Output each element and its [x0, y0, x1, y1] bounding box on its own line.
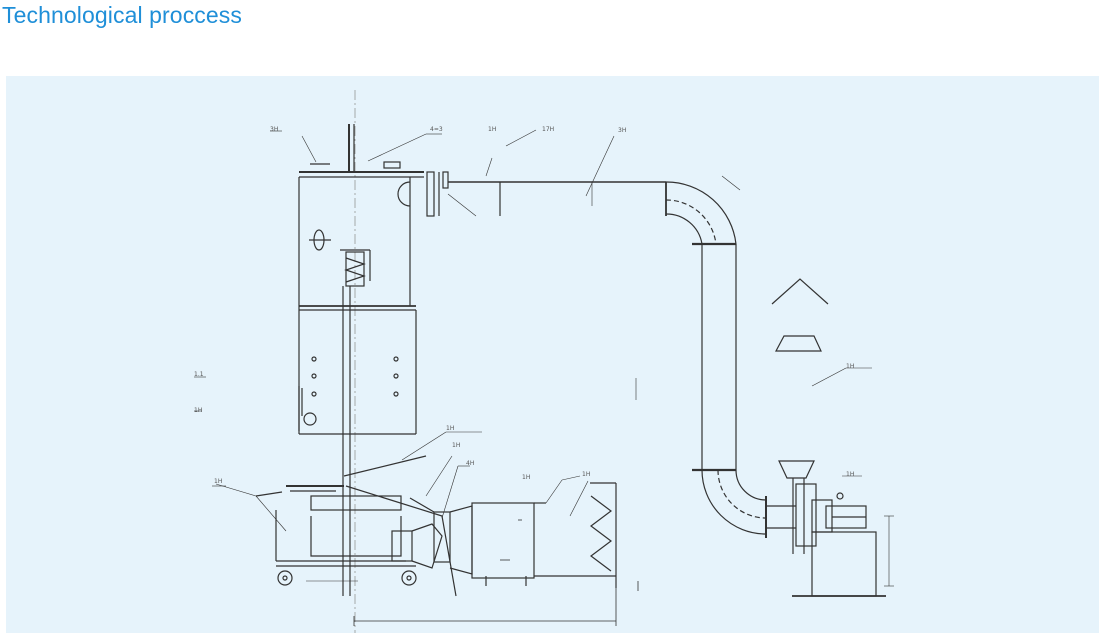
top-cover — [299, 124, 424, 178]
callout-label: 1H — [194, 407, 202, 414]
process-diagram: 3H 4=3 1H 17H 1.1 1H 3H 1H 1H 4H 1H 1H 1… — [194, 90, 894, 633]
callout-label: 1.1 — [194, 371, 204, 378]
callout-label: 1H — [522, 474, 530, 481]
drying-tower — [298, 177, 417, 596]
callout-label: 1H — [582, 471, 590, 478]
page-title: Technological proccess — [2, 2, 242, 28]
top-exhaust-duct — [397, 129, 667, 217]
callout-label: 3H — [270, 126, 278, 133]
dimension-line — [353, 581, 639, 626]
callout-label: 1H — [846, 471, 854, 478]
callout-label: 1H — [446, 425, 454, 432]
upper-elbow — [665, 175, 741, 246]
callout-label: 1H — [846, 363, 854, 370]
vertical-duct — [635, 244, 737, 472]
airflow-arrow-icon — [771, 278, 872, 387]
callout-labels: 3H 4=3 1H 17H 1.1 1H 3H 1H 1H 4H 1H 1H 1… — [194, 126, 854, 485]
callout-label: 1H — [452, 442, 460, 449]
process-diagram-panel: 3H 4=3 1H 17H 1.1 1H 3H 1H 1H 4H 1H 1H 1… — [6, 76, 1099, 633]
air-inlet-heater — [343, 431, 617, 597]
callout-label: 4=3 — [430, 126, 443, 133]
callout-label: 17H — [542, 126, 554, 133]
bottom-bowl-trolley — [215, 483, 417, 586]
blower-fan — [778, 460, 894, 597]
lower-elbow — [701, 469, 796, 538]
callout-label: 1H — [214, 478, 222, 485]
callout-label: 4H — [466, 460, 474, 467]
callout-label: 3H — [618, 127, 626, 134]
callout-label: 1H — [488, 126, 496, 133]
